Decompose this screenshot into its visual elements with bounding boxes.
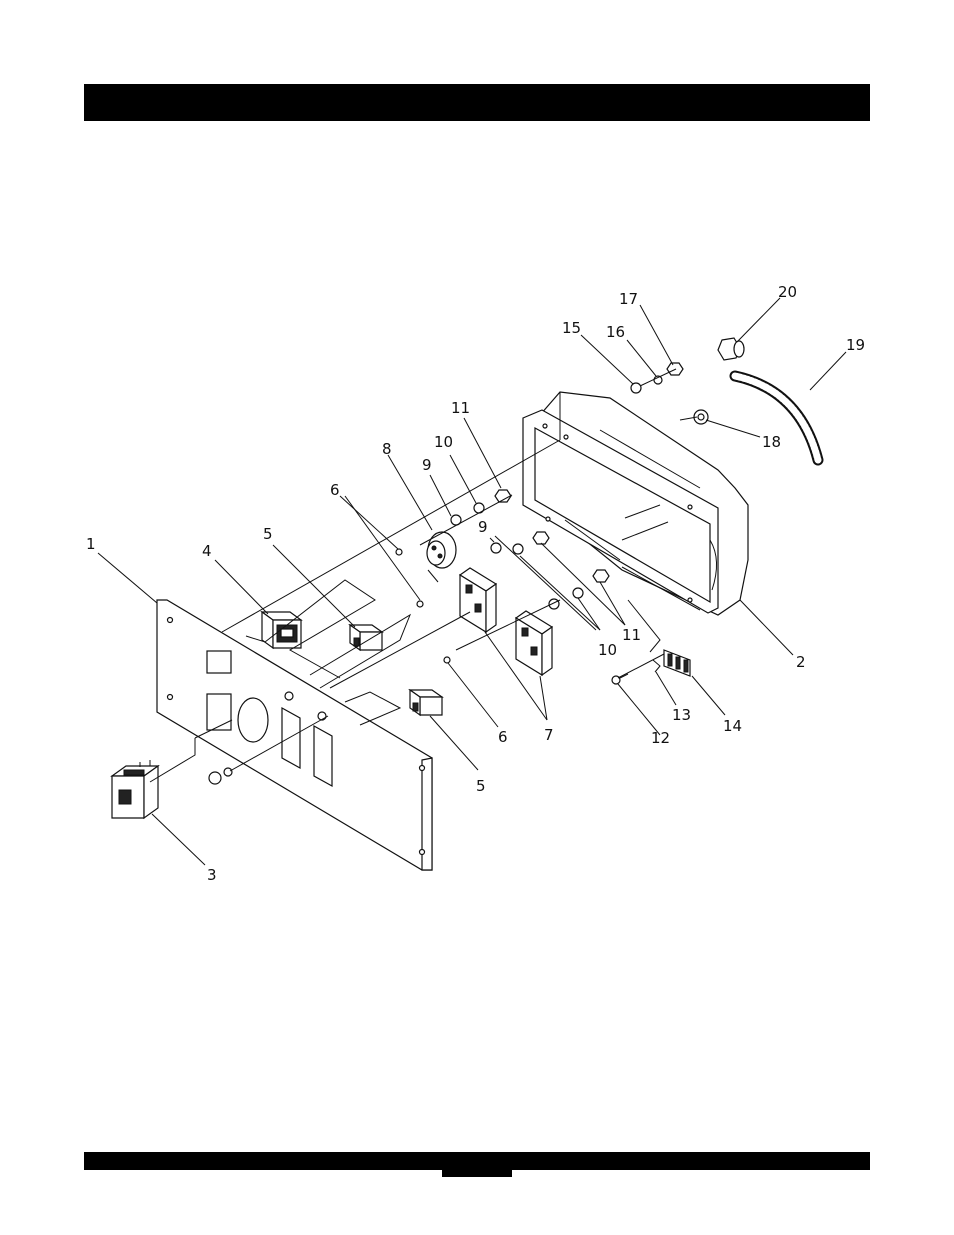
callout-10a: 10	[434, 433, 453, 451]
callout-11b: 11	[622, 626, 641, 644]
callout-3: 3	[207, 866, 217, 884]
back-box-housing	[523, 392, 748, 615]
callout-10b: 10	[598, 641, 617, 659]
duplex-receptacle-right	[516, 611, 552, 675]
callout-14: 14	[723, 717, 742, 735]
ground-terminal	[612, 650, 690, 684]
circuit-breaker-upper	[350, 625, 382, 650]
callout-18: 18	[762, 433, 781, 451]
callout-12: 12	[651, 729, 670, 747]
conduit-fitting	[718, 338, 744, 360]
callout-9b: 9	[478, 518, 488, 536]
callout-5b: 5	[476, 777, 486, 795]
duplex-receptacle-left	[460, 568, 496, 632]
callout-5a: 5	[263, 525, 273, 543]
twist-lock-receptacle	[427, 532, 456, 582]
outlet-cover	[262, 612, 301, 648]
callout-6b: 6	[498, 728, 508, 746]
callout-7: 7	[544, 726, 554, 744]
callout-9a: 9	[422, 456, 432, 474]
callout-11a: 11	[451, 399, 470, 417]
callout-8: 8	[382, 440, 392, 458]
circuit-breaker-lower	[410, 690, 442, 715]
callout-4: 4	[202, 542, 212, 560]
callout-6a: 6	[330, 481, 340, 499]
callout-13: 13	[672, 706, 691, 724]
callout-1: 1	[86, 535, 96, 553]
callout-15: 15	[562, 319, 581, 337]
callout-19: 19	[846, 336, 865, 354]
main-switch	[112, 760, 158, 818]
callout-17: 17	[619, 290, 638, 308]
callout-2: 2	[796, 653, 806, 671]
callout-16: 16	[606, 323, 625, 341]
callout-20: 20	[778, 283, 797, 301]
